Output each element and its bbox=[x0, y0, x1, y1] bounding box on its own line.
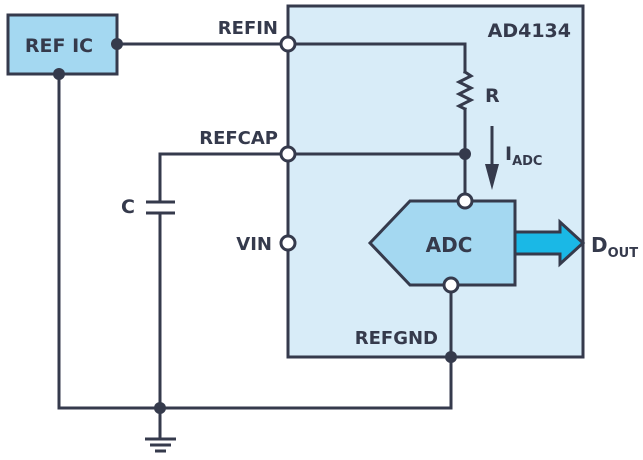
capacitor-label: C bbox=[121, 196, 135, 218]
pin-label-vin: VIN bbox=[236, 234, 272, 255]
adc-label: ADC bbox=[426, 233, 473, 257]
dout-label: DOUT bbox=[591, 233, 638, 261]
pin-label-refin: REFIN bbox=[218, 18, 278, 39]
junction-refic-out bbox=[111, 38, 123, 50]
pin-adc-top bbox=[456, 192, 474, 210]
junction-refgnd bbox=[445, 351, 457, 363]
junction-refic-gnd bbox=[53, 68, 65, 80]
dout-label-main: D bbox=[591, 233, 608, 257]
resistor-symbol bbox=[455, 69, 475, 112]
dout-label-sub: OUT bbox=[608, 246, 639, 261]
pin-refcap bbox=[279, 145, 297, 163]
pin-label-refcap: REFCAP bbox=[199, 128, 278, 149]
ad4134-chip-box bbox=[286, 4, 585, 359]
wire-refic-ground bbox=[57, 72, 453, 410]
current-label-main: I bbox=[505, 143, 512, 165]
current-label-sub: ADC bbox=[512, 154, 542, 169]
junction-ground bbox=[154, 402, 166, 414]
chip-label: AD4134 bbox=[488, 20, 571, 42]
ref-ic-label: REF IC bbox=[25, 35, 93, 57]
pin-adc-bottom bbox=[442, 276, 460, 294]
ground-icon bbox=[145, 437, 176, 453]
dout-arrow-icon bbox=[513, 218, 586, 268]
wire-refcap-cap bbox=[158, 152, 290, 204]
pin-vin bbox=[279, 234, 297, 252]
current-arrow-icon bbox=[485, 126, 499, 190]
pin-refin bbox=[279, 35, 297, 53]
pin-label-refgnd: REFGND bbox=[355, 328, 438, 349]
wire-refin-resistor bbox=[286, 42, 467, 74]
junction-refcap-r bbox=[459, 148, 471, 160]
current-label: IADC bbox=[505, 143, 542, 169]
resistor-label: R bbox=[485, 85, 500, 107]
